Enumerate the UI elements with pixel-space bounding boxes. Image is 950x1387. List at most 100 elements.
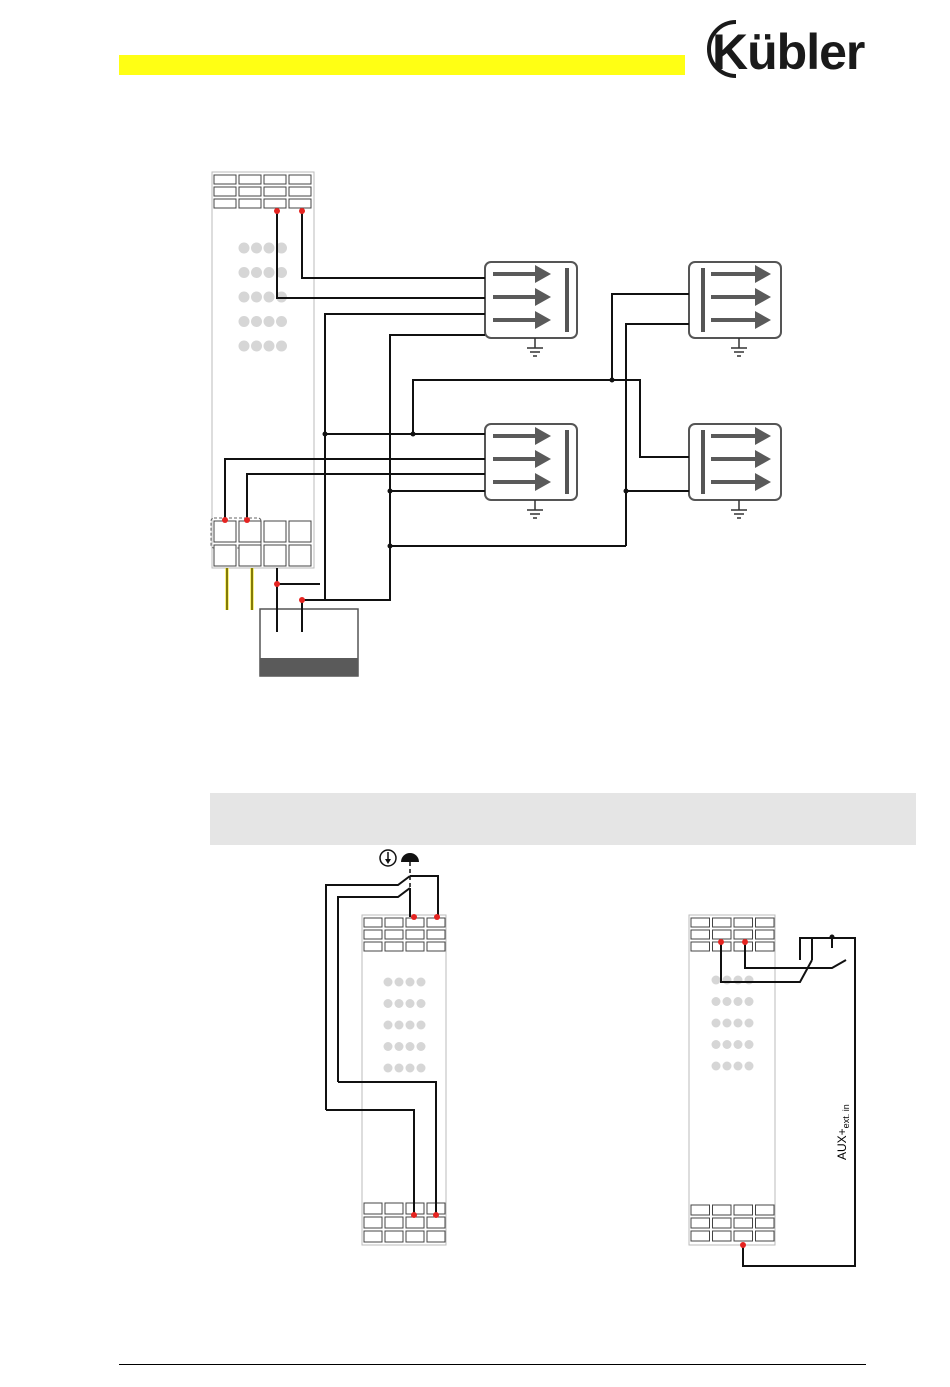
status-led bbox=[723, 1019, 732, 1028]
terminal-dot bbox=[411, 914, 417, 920]
terminal bbox=[214, 175, 236, 184]
junction-dot bbox=[323, 432, 328, 437]
status-led bbox=[251, 243, 262, 254]
terminal bbox=[239, 187, 261, 196]
status-led bbox=[395, 1064, 404, 1073]
stop-clock-icon bbox=[380, 850, 396, 866]
status-led bbox=[734, 976, 743, 985]
terminal bbox=[691, 1231, 710, 1241]
terminal bbox=[364, 942, 382, 951]
terminal bbox=[289, 521, 311, 542]
terminal-dot bbox=[740, 1242, 746, 1248]
wire bbox=[302, 335, 485, 600]
terminal bbox=[427, 1217, 445, 1228]
ground-icon bbox=[731, 338, 747, 356]
terminal bbox=[734, 1231, 753, 1241]
terminal bbox=[734, 918, 753, 927]
ground-icon bbox=[527, 338, 543, 356]
status-led bbox=[417, 1021, 426, 1030]
status-led bbox=[734, 997, 743, 1006]
terminal bbox=[289, 187, 311, 196]
terminal bbox=[406, 930, 424, 939]
ground-icon bbox=[731, 500, 747, 518]
status-led bbox=[395, 978, 404, 987]
status-led bbox=[745, 1062, 754, 1071]
controller-module bbox=[212, 172, 314, 568]
output-box-band bbox=[260, 658, 358, 676]
terminal bbox=[289, 545, 311, 566]
terminal bbox=[289, 199, 311, 208]
status-led bbox=[417, 999, 426, 1008]
status-led bbox=[712, 1062, 721, 1071]
wire bbox=[612, 294, 689, 380]
terminal bbox=[264, 545, 286, 566]
status-led bbox=[745, 1040, 754, 1049]
terminal bbox=[385, 918, 403, 927]
terminal-dot bbox=[274, 208, 280, 214]
status-led bbox=[251, 316, 262, 327]
terminal bbox=[214, 521, 236, 542]
status-led bbox=[406, 999, 415, 1008]
status-led bbox=[417, 978, 426, 987]
status-led bbox=[239, 316, 250, 327]
junction-dot bbox=[624, 489, 629, 494]
terminal bbox=[239, 545, 261, 566]
status-led bbox=[251, 292, 262, 303]
terminal-dot bbox=[433, 1212, 439, 1218]
terminal bbox=[691, 918, 710, 927]
terminal-dot bbox=[274, 581, 280, 587]
wire bbox=[800, 938, 832, 960]
status-led bbox=[712, 1019, 721, 1028]
status-led bbox=[264, 292, 275, 303]
terminal bbox=[756, 918, 775, 927]
contactor-symbol bbox=[485, 424, 577, 500]
terminal-dot bbox=[434, 914, 440, 920]
terminal bbox=[691, 930, 710, 939]
terminal-dot bbox=[299, 208, 305, 214]
terminal bbox=[264, 187, 286, 196]
status-led bbox=[395, 1021, 404, 1030]
terminal bbox=[406, 942, 424, 951]
status-led bbox=[723, 1040, 732, 1049]
status-led bbox=[417, 1064, 426, 1073]
terminal bbox=[691, 1218, 710, 1228]
terminal bbox=[756, 1205, 775, 1215]
terminal bbox=[385, 1203, 403, 1214]
terminal bbox=[734, 930, 753, 939]
terminal bbox=[239, 521, 261, 542]
status-led bbox=[406, 1042, 415, 1051]
terminal bbox=[239, 175, 261, 184]
diagram-safety-controller bbox=[211, 172, 781, 676]
terminal bbox=[364, 1203, 382, 1214]
status-led bbox=[417, 1042, 426, 1051]
status-led bbox=[406, 1064, 415, 1073]
terminal bbox=[713, 918, 732, 927]
terminal bbox=[734, 1218, 753, 1228]
terminal bbox=[756, 1218, 775, 1228]
status-led bbox=[264, 267, 275, 278]
terminal bbox=[214, 545, 236, 566]
controller-module bbox=[362, 915, 446, 1245]
status-led bbox=[276, 341, 287, 352]
status-led bbox=[723, 976, 732, 985]
wire bbox=[302, 211, 485, 278]
status-led bbox=[734, 1040, 743, 1049]
terminal bbox=[691, 942, 710, 951]
status-led bbox=[239, 292, 250, 303]
terminal bbox=[713, 1231, 732, 1241]
status-led bbox=[395, 1042, 404, 1051]
status-led bbox=[712, 997, 721, 1006]
terminal bbox=[364, 1231, 382, 1242]
status-led bbox=[276, 316, 287, 327]
junction-dot bbox=[388, 489, 393, 494]
ground-icon bbox=[527, 500, 543, 518]
terminal-dot bbox=[411, 1212, 417, 1218]
terminal bbox=[756, 1231, 775, 1241]
junction-dot bbox=[388, 544, 393, 549]
status-led bbox=[264, 341, 275, 352]
status-led bbox=[723, 997, 732, 1006]
status-led bbox=[745, 1019, 754, 1028]
terminal bbox=[264, 175, 286, 184]
terminal bbox=[713, 1205, 732, 1215]
